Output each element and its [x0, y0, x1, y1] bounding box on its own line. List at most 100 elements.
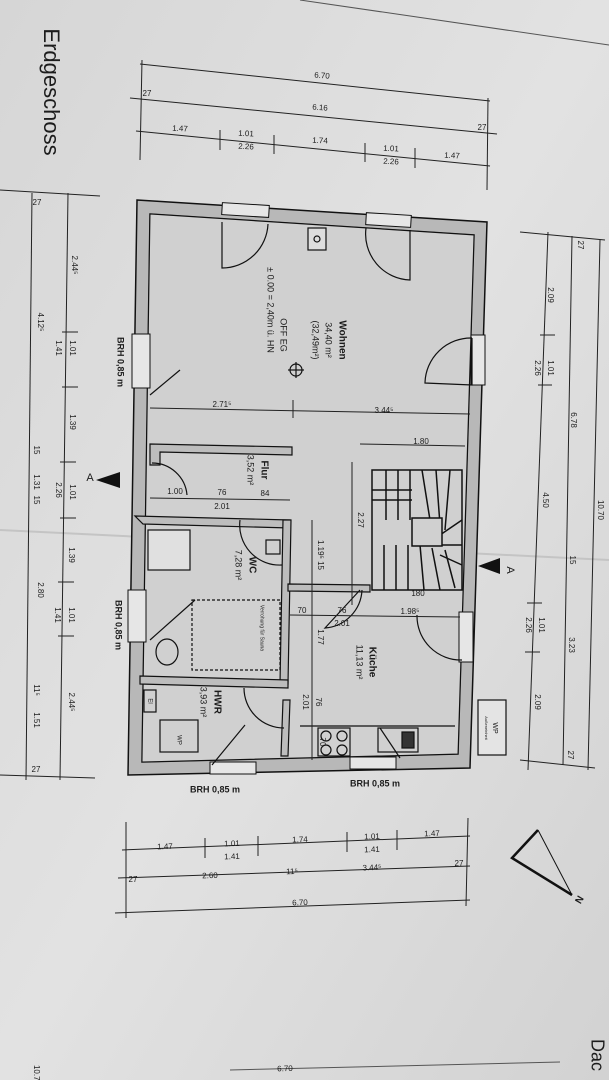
dimension-label: 1.01	[364, 832, 380, 842]
dimension-label: 70	[298, 606, 307, 615]
dimension-label: 1.41	[53, 607, 62, 623]
dimension-label: 27	[455, 859, 464, 868]
dimension-label: 27	[478, 123, 487, 132]
dimension-label: 1.77	[316, 629, 325, 645]
section-label: A	[86, 472, 94, 484]
dimension-label: 2.27	[356, 512, 365, 528]
fixtures	[143, 227, 507, 757]
dimension-label: 1.47	[444, 151, 461, 161]
room-name: Küche	[366, 647, 377, 678]
shower	[147, 529, 191, 571]
room-area: 34,40 m²	[324, 322, 334, 358]
dimension-label: 3.23	[567, 637, 576, 653]
next-page-title: Dac	[587, 1039, 607, 1071]
dimension-label: 76	[338, 606, 347, 615]
room-area: 7,28 m²	[234, 550, 244, 581]
sink	[377, 727, 419, 753]
page-edge	[299, 0, 609, 46]
dimension-label: 1.47	[157, 842, 173, 852]
dimension-label: 84	[261, 489, 270, 498]
dimension-label: 1.41	[364, 845, 380, 855]
dimension-label: 2.09	[546, 287, 555, 303]
equipment-note: Außeneinheit	[484, 716, 489, 740]
sill-height-label: BRH 0,85 m	[114, 600, 124, 650]
dimension-label: 2.26	[54, 482, 63, 498]
dimension-label: 1.74	[312, 136, 329, 146]
dimension-label: 1.01	[224, 839, 240, 849]
toilet	[155, 638, 179, 666]
dimension-label: 1.01	[238, 129, 255, 139]
dimension-label: 2.26	[383, 157, 400, 167]
level-value: ± 0.00 = 2,40m ü. HN	[266, 267, 276, 353]
staircase	[371, 469, 463, 591]
dimension-label: 1.01	[546, 360, 555, 376]
room-name: HWR	[211, 690, 222, 715]
dimension-label: 180	[411, 589, 425, 598]
dimension-label: 2.26	[238, 142, 255, 152]
dimension-label: 6.70	[292, 898, 308, 908]
dimension-label: 1.74	[292, 835, 308, 845]
dimension-label: 27	[129, 875, 138, 884]
room-name: WC	[246, 557, 257, 574]
room-area: 3,93 m²	[199, 687, 209, 718]
section-label: A	[504, 566, 516, 574]
dimension-label: 10.70	[596, 500, 605, 521]
dimension-label: 1.00	[167, 487, 183, 496]
dimension-label: 2.01	[301, 694, 310, 710]
dimension-label: 2.01	[334, 619, 350, 628]
room-area: 11,13 m²	[355, 645, 365, 680]
electric-panel	[143, 689, 157, 713]
dimension-label: 1.31	[32, 474, 41, 490]
dimension-label: 1.51	[32, 712, 41, 728]
sill-height-label: BRH 0,85 m	[350, 778, 400, 788]
dimension-label: 2.44⁵	[67, 693, 76, 712]
dimension-label: 3.44⁵	[375, 406, 394, 415]
door-swings	[149, 222, 473, 766]
room-name: Wohnen	[336, 320, 347, 359]
sill-height-label: BRH 0,85 m	[190, 784, 240, 794]
stove	[317, 727, 351, 757]
room-area: (32,49m²)	[311, 320, 321, 359]
equipment-label: El	[146, 698, 152, 703]
dimension-label: 4.50	[541, 492, 550, 508]
dimension-label: 2.26	[533, 360, 542, 376]
dimension-label: 1.01	[67, 607, 76, 623]
dimension-label: 6.16	[312, 103, 329, 113]
dimension-label: 2.71⁵	[213, 400, 232, 409]
dimension-label: 1.01	[383, 144, 400, 154]
dimension-label: 27	[32, 765, 41, 774]
dimension-label: 2.60	[202, 871, 218, 881]
heat-pump-indoor	[159, 719, 199, 753]
dimension-label: 6.70	[277, 1064, 293, 1074]
room-name: Flur	[258, 461, 269, 480]
dimension-label: 70	[318, 738, 327, 747]
north-arrow-icon	[510, 829, 573, 897]
dimension-label: 1.39	[68, 414, 77, 430]
interior-walls	[133, 443, 371, 757]
page-edge	[229, 1061, 561, 1071]
dimension-label: 1.98⁵	[401, 607, 420, 616]
dimension-label: 11⁵	[32, 684, 41, 696]
dimension-label: 27	[33, 198, 42, 207]
room-area: 3,52 m²	[246, 455, 256, 486]
dimension-label: 27	[566, 751, 575, 760]
dimension-label: 27	[576, 241, 585, 250]
equipment-label: WP	[491, 722, 498, 734]
dimension-label: 1.19⁵ 15	[316, 540, 325, 571]
dimension-lines	[0, 59, 606, 918]
dimension-label: 1.01	[537, 617, 546, 633]
dimension-label: 11⁵	[286, 867, 298, 876]
dimension-label: 4.12⁵	[36, 313, 45, 332]
washbasin	[265, 539, 281, 555]
heat-pump-outdoor	[477, 699, 507, 756]
north-label: N	[574, 894, 587, 906]
dimension-label: 15	[568, 556, 577, 565]
dimension-label: 6.78	[569, 412, 578, 428]
plan-title: Erdgeschoss	[39, 28, 64, 155]
chimney	[307, 227, 327, 251]
dimension-label: 1.39	[67, 547, 76, 563]
dimension-label: 2.01	[214, 502, 230, 511]
dimension-label: 1.41	[54, 340, 63, 356]
dimension-label: 10.70	[32, 1065, 41, 1080]
